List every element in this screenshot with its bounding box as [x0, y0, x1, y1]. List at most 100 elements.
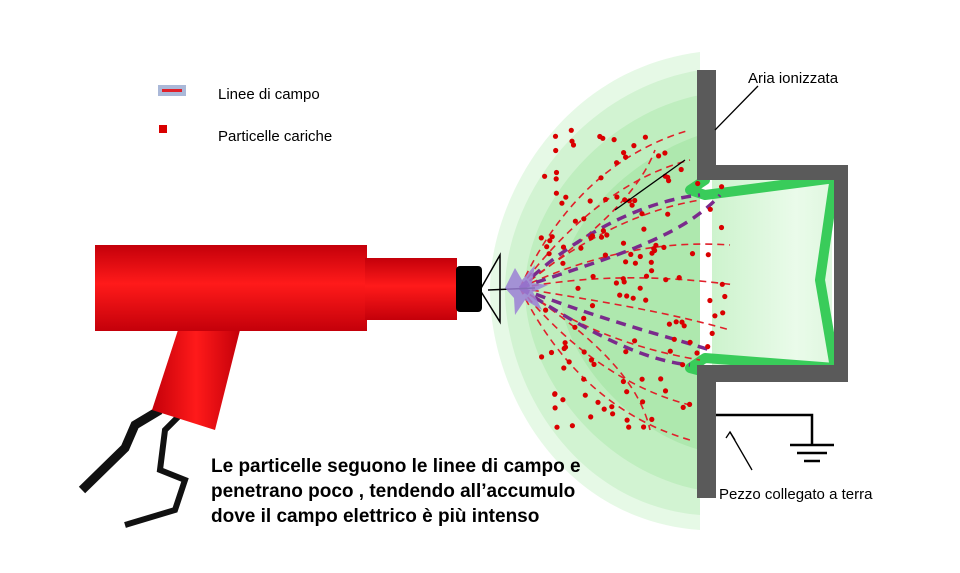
charged-particle — [678, 166, 684, 173]
charged-particle — [544, 244, 550, 250]
charged-particle — [581, 216, 587, 222]
charged-particle — [590, 273, 596, 280]
charged-particle — [614, 194, 620, 200]
charged-particle — [581, 349, 587, 355]
charged-particle — [687, 339, 693, 345]
charged-particle — [554, 424, 560, 430]
workpiece-cavity — [712, 178, 832, 368]
charged-particle — [709, 330, 715, 336]
charged-particle — [705, 252, 711, 258]
charged-particle — [663, 277, 669, 283]
charged-particle — [689, 251, 696, 257]
charged-particle — [566, 359, 572, 365]
legend-particle-icon — [159, 125, 167, 133]
charged-particle — [632, 338, 638, 344]
charged-particle — [547, 238, 553, 244]
charged-particle — [662, 150, 668, 156]
charged-particle — [604, 232, 610, 238]
charged-particle — [588, 357, 595, 363]
charged-particle — [658, 376, 664, 382]
charged-particle — [624, 389, 630, 395]
charged-particle — [611, 137, 617, 143]
metal-part — [697, 70, 848, 498]
charged-particle — [679, 319, 685, 325]
charged-particle — [680, 404, 686, 410]
charged-particle — [552, 405, 558, 411]
charged-particle — [656, 153, 662, 159]
grounded-part-label: Pezzo collegato a terra — [719, 486, 873, 503]
charged-particle — [639, 376, 645, 382]
charged-particle — [667, 348, 673, 354]
legend-charged-particles-label: Particelle cariche — [218, 128, 333, 145]
charged-particle — [632, 260, 639, 266]
charged-particle — [589, 233, 596, 239]
charged-particle — [601, 406, 607, 412]
charged-particle — [666, 321, 673, 327]
ionized-air-leader-1 — [714, 85, 759, 131]
charged-particle — [609, 404, 615, 410]
charged-particle — [582, 392, 588, 398]
field-lines-strong — [518, 193, 722, 367]
charged-particle — [641, 226, 647, 232]
charged-particle — [621, 150, 627, 156]
ionized-air-cloud — [490, 52, 700, 530]
grounded-part-arrowhead — [725, 430, 736, 441]
charged-particle — [707, 297, 713, 304]
charged-particle — [643, 273, 650, 279]
charged-particle — [546, 251, 552, 257]
gun-cable-1 — [78, 406, 163, 494]
charged-particle — [610, 411, 616, 417]
charged-particle — [552, 391, 558, 397]
charged-particle — [553, 176, 559, 182]
charged-particle — [640, 399, 646, 405]
charged-particle — [562, 344, 569, 350]
charged-particle — [643, 297, 649, 303]
charged-particle — [553, 169, 560, 176]
legend — [158, 85, 186, 133]
gun-handle — [152, 330, 240, 430]
charged-particle — [581, 376, 587, 382]
charged-particle — [569, 423, 576, 429]
charged-particle — [719, 281, 725, 287]
charged-particle — [694, 350, 700, 356]
corona-discharge — [505, 265, 548, 315]
legend-field-lines-label: Linee di campo — [218, 86, 320, 103]
charged-particle — [614, 160, 620, 166]
charged-particle — [553, 190, 560, 196]
charged-particle — [719, 184, 725, 190]
charged-particle — [624, 293, 630, 299]
charged-particle — [552, 133, 559, 139]
charged-particle — [600, 135, 606, 141]
charged-particle — [620, 240, 627, 246]
charged-particle — [539, 354, 545, 360]
charged-particle — [687, 401, 693, 407]
charged-particle — [562, 340, 568, 346]
charged-particle — [620, 276, 626, 282]
charged-particle — [578, 245, 584, 251]
charged-particle — [637, 253, 643, 260]
charged-particle — [600, 228, 607, 234]
charged-particle — [661, 244, 667, 250]
gun-barrel — [365, 258, 457, 320]
charged-particle — [637, 285, 643, 291]
charged-particle — [553, 147, 559, 154]
charged-particle — [665, 211, 671, 217]
charged-particle — [595, 399, 601, 405]
charged-particle — [671, 336, 677, 342]
charged-particle — [673, 319, 679, 325]
charged-particle — [707, 206, 713, 212]
charged-particle — [623, 349, 629, 355]
charged-particle — [631, 143, 637, 149]
caption: Le particelle seguono le linee di campo … — [211, 454, 581, 529]
charged-particle — [680, 362, 686, 368]
charged-particle — [712, 313, 718, 319]
charged-particle — [620, 378, 627, 385]
leader-lines — [614, 85, 759, 471]
charged-particle — [628, 251, 634, 257]
charged-particle — [572, 324, 578, 330]
charged-particle — [549, 234, 555, 240]
charged-particle — [626, 424, 632, 430]
charged-particle — [676, 275, 682, 281]
charged-particle — [575, 285, 581, 291]
